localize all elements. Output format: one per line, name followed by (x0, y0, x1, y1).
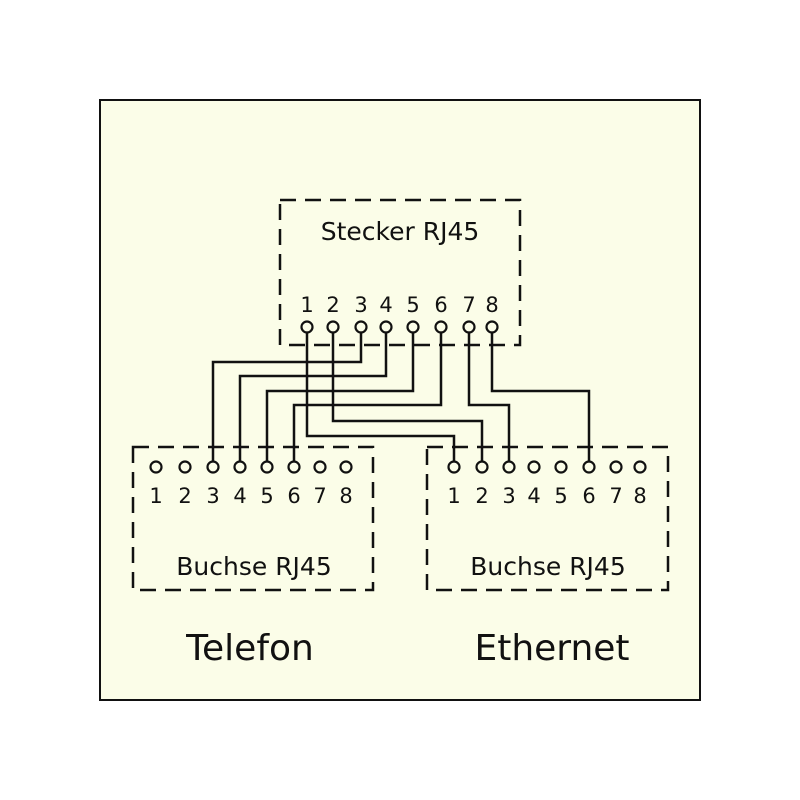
ethernet-pin-label: 2 (475, 484, 488, 508)
telefon-pin-7 (313, 460, 327, 474)
ethernet-pin-3 (502, 460, 516, 474)
plug-pin-label: 8 (485, 293, 498, 317)
telefon-pin-label: 7 (313, 484, 326, 508)
telefon-pin-1 (149, 460, 163, 474)
ethernet-pin-2 (475, 460, 489, 474)
telefon-jack-box (131, 445, 375, 592)
ethernet-label: Ethernet (474, 628, 629, 669)
plug-pin-4 (379, 320, 393, 334)
ethernet-pin-label: 5 (554, 484, 567, 508)
ethernet-pin-8 (633, 460, 647, 474)
ethernet-pin-label: 1 (447, 484, 460, 508)
telefon-jack-title: Buchse RJ45 (176, 552, 332, 581)
wire-plug-5-to-telefon-5 (265, 332, 415, 462)
plug-pin-label: 2 (326, 293, 339, 317)
telefon-label: Telefon (185, 628, 314, 669)
ethernet-pin-label: 8 (633, 484, 646, 508)
plug-pin-6 (434, 320, 448, 334)
plug-pin-5 (406, 320, 420, 334)
wire-plug-2-to-ethernet-2 (331, 332, 484, 462)
plug-pin-label: 4 (379, 293, 392, 317)
plug-pin-label: 1 (300, 293, 313, 317)
wire-plug-4-to-telefon-4 (238, 332, 388, 462)
telefon-pin-label: 8 (339, 484, 352, 508)
ethernet-pin-1 (447, 460, 461, 474)
plug-box (278, 198, 522, 347)
plug-pin-label: 6 (434, 293, 447, 317)
telefon-pin-label: 5 (260, 484, 273, 508)
ethernet-pin-label: 7 (609, 484, 622, 508)
ethernet-pin-4 (527, 460, 541, 474)
telefon-pin-label: 3 (206, 484, 219, 508)
telefon-pin-6 (287, 460, 301, 474)
wire-plug-8-to-ethernet-6 (490, 332, 591, 462)
ethernet-pin-label: 4 (527, 484, 540, 508)
ethernet-pin-label: 3 (502, 484, 515, 508)
ethernet-pin-7 (609, 460, 623, 474)
ethernet-jack-title: Buchse RJ45 (470, 552, 626, 581)
telefon-pin-2 (178, 460, 192, 474)
plug-pin-3 (354, 320, 368, 334)
wire-plug-3-to-telefon-3 (211, 332, 363, 462)
wire-plug-6-to-telefon-6 (292, 332, 443, 462)
plug-pin-8 (485, 320, 499, 334)
wires (211, 332, 591, 462)
ethernet-jack-box (425, 445, 670, 592)
telefon-pin-label: 1 (149, 484, 162, 508)
wire-plug-7-to-ethernet-3 (467, 332, 511, 462)
telefon-pin-5 (260, 460, 274, 474)
plug-pin-2 (326, 320, 340, 334)
plug-pin-label: 7 (462, 293, 475, 317)
ethernet-pin-5 (554, 460, 568, 474)
diagram-frame (99, 99, 701, 701)
plug-pin-label: 3 (354, 293, 367, 317)
ethernet-pin-label: 6 (582, 484, 595, 508)
telefon-pin-label: 6 (287, 484, 300, 508)
plug-pin-7 (462, 320, 476, 334)
plug-pin-label: 5 (406, 293, 419, 317)
plug-title: Stecker RJ45 (321, 217, 480, 246)
ethernet-pin-6 (582, 460, 596, 474)
telefon-pin-3 (206, 460, 220, 474)
telefon-pin-8 (339, 460, 353, 474)
telefon-pin-label: 4 (233, 484, 246, 508)
wire-plug-1-to-ethernet-1 (305, 332, 456, 462)
telefon-pin-label: 2 (178, 484, 191, 508)
plug-pin-1 (300, 320, 314, 334)
telefon-pin-4 (233, 460, 247, 474)
